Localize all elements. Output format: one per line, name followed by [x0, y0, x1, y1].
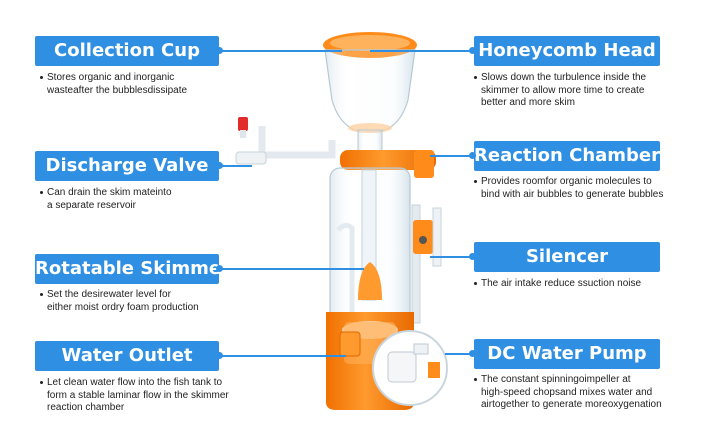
desc-discharge-valve: Can drain the skim mateinto a separate r…	[40, 187, 172, 212]
pointer-dot	[469, 47, 476, 54]
label-water-outlet: Water Outlet	[35, 341, 219, 371]
desc-dc-water-pump: The constant spinningoimpeller at high-s…	[474, 374, 662, 412]
label-rotatable-skimmer: Rotatable Skimmer	[35, 254, 230, 284]
label-dc-water-pump: DC Water Pump	[474, 339, 660, 369]
pointer-line	[222, 165, 252, 167]
desc-silencer: The air intake reduce ssuction noise	[474, 278, 641, 291]
pointer-line	[222, 268, 364, 270]
pointer-line	[370, 50, 471, 52]
label-honeycomb-head: Honeycomb Head	[474, 36, 660, 66]
pointer-line	[222, 355, 346, 357]
pointer-line	[222, 50, 342, 52]
rotatable-skimmer	[358, 262, 382, 300]
pointer-dot	[469, 152, 476, 159]
water-outlet	[339, 331, 361, 357]
desc-collection-cup: Stores organic and inorganic wasteafter …	[40, 72, 187, 97]
label-silencer: Silencer	[474, 242, 660, 272]
pointer-line	[445, 353, 471, 355]
label-collection-cup: Collection Cup	[35, 36, 219, 66]
desc-water-outlet: Let clean water flow into the fish tank …	[40, 377, 229, 415]
pointer-dot	[216, 162, 223, 169]
discharge-pipe	[258, 140, 336, 159]
label-reaction-chamber: Reaction Chamber	[474, 141, 660, 171]
valve-cap	[238, 117, 248, 131]
pointer-dot	[216, 47, 223, 54]
collection-cup	[324, 49, 416, 133]
pointer-dot	[216, 265, 223, 272]
pointer-dot	[469, 350, 476, 357]
desc-honeycomb-head: Slows down the turbulence inside the ski…	[474, 72, 646, 110]
pointer-dot	[469, 253, 476, 260]
desc-rotatable-skimmer: Set the desirewater level for either moi…	[40, 289, 199, 314]
pointer-line	[430, 256, 471, 258]
reaction-collar	[340, 150, 436, 170]
label-discharge-valve: Discharge Valve	[35, 151, 219, 181]
pointer-line	[430, 155, 471, 157]
pointer-dot	[216, 352, 223, 359]
desc-reaction-chamber: Provides roomfor organic molecules to bi…	[474, 176, 663, 201]
